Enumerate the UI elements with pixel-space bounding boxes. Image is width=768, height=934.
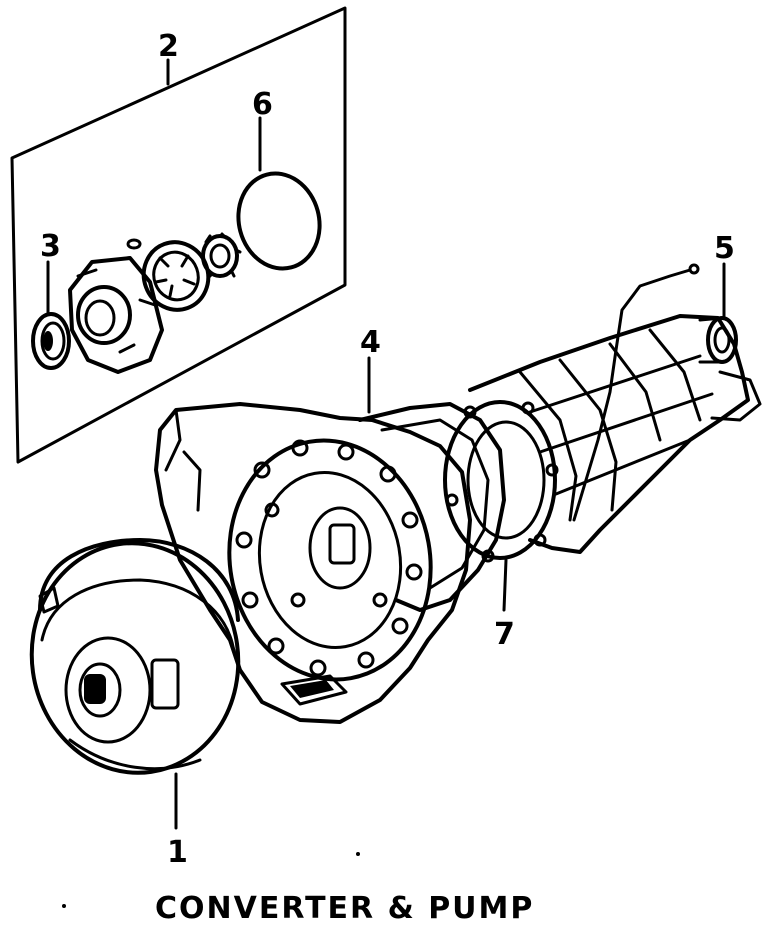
o-ring — [236, 171, 322, 271]
callout-7: 7 — [494, 617, 515, 652]
oil-seal — [31, 312, 71, 370]
callout-5: 5 — [714, 231, 735, 266]
torque-converter — [29, 538, 241, 775]
dot-mark — [356, 852, 360, 856]
transmission-case — [154, 263, 762, 724]
callout-3: 3 — [40, 229, 61, 264]
pump-inner-gear — [201, 232, 242, 280]
pump-key — [126, 238, 142, 250]
callout-2: 2 — [158, 29, 179, 64]
leader-lines — [46, 58, 726, 830]
callout-4: 4 — [360, 325, 381, 360]
diagram-caption: CONVERTER & PUMP — [155, 891, 534, 926]
callout-6: 6 — [252, 87, 273, 122]
pump-kit-inset — [10, 6, 347, 464]
oil-pump-body — [68, 256, 164, 374]
callout-1: 1 — [167, 835, 188, 870]
dot-mark — [62, 904, 66, 908]
